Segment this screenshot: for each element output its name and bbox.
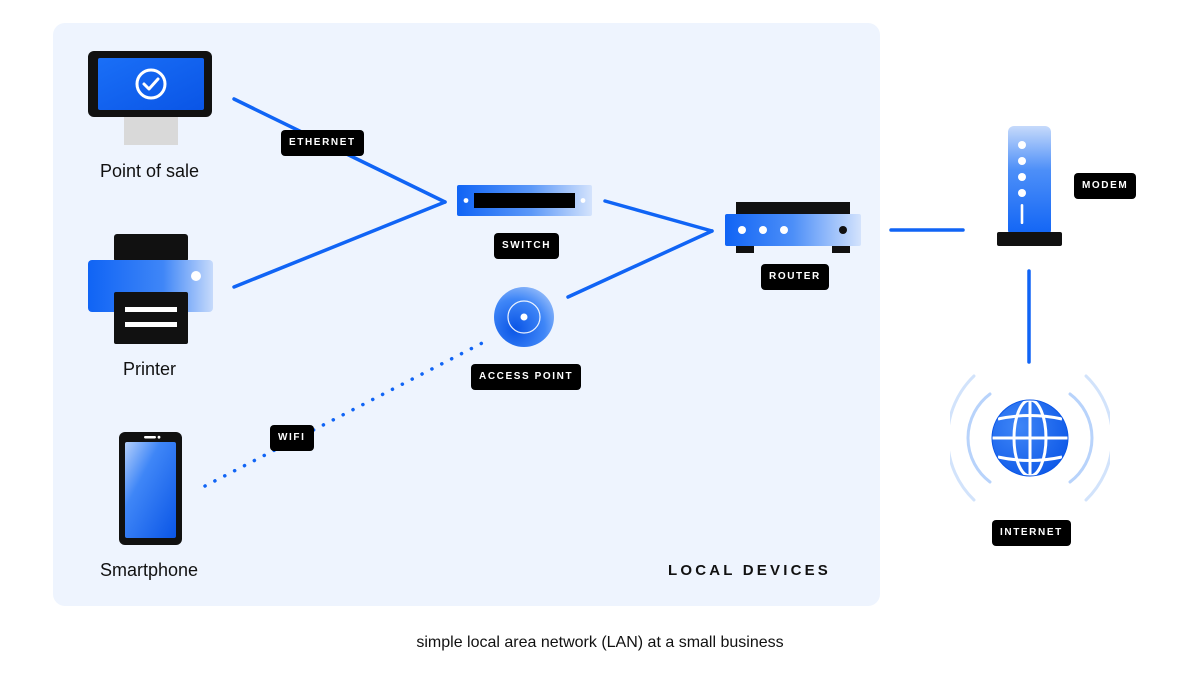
wire-switch-to-router [603,199,714,233]
globe-icon [950,374,1110,502]
pos-label: Point of sale [100,161,200,181]
smartphone-label: Smartphone [100,560,199,580]
wire-accesspoint-to-router [566,229,714,299]
internet-tag: INTERNET [992,520,1071,546]
wire-printer-to-switch [232,200,447,289]
local-devices-panel [53,23,880,606]
wifi-dotted-link [203,338,490,488]
access-point-icon [494,287,554,347]
ethernet-tag: ETHERNET [281,130,364,156]
access-point-tag: ACCESS POINT [471,364,582,390]
modem-icon [997,126,1062,246]
modem-tag: MODEM [1074,173,1137,199]
pos-terminal-icon [88,51,212,145]
region-label: LOCAL DEVICES [668,562,832,579]
router-tag: ROUTER [761,264,829,290]
wifi-tag: WIFI [270,425,314,451]
diagram-caption: simple local area network (LAN) at a sma… [416,634,784,651]
switch-tag: SWITCH [494,233,560,259]
printer-icon [88,234,213,344]
smartphone-icon [119,432,182,545]
switch-icon [457,185,592,216]
printer-label: Printer [123,359,177,379]
router-icon [725,202,861,253]
